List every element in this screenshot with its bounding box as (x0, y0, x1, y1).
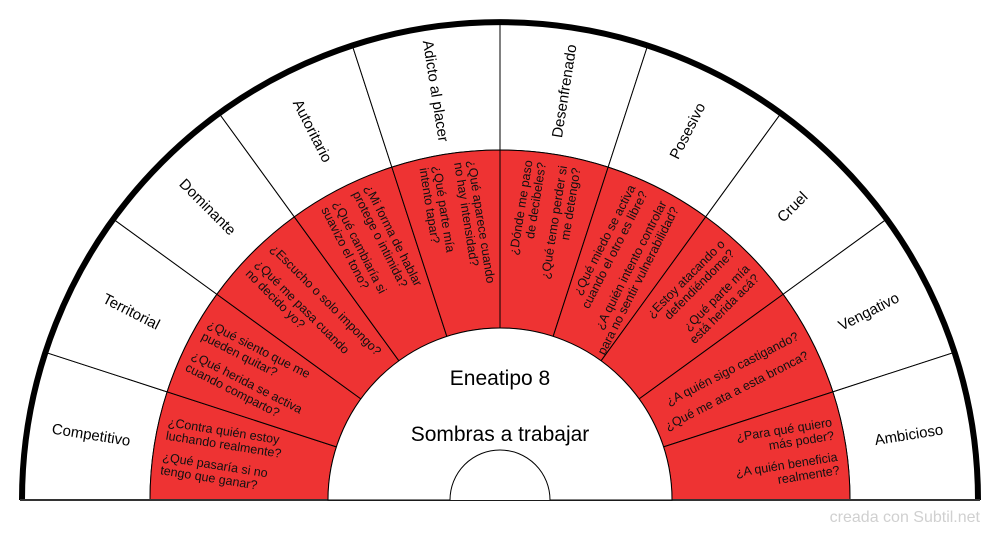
bottom-arch (449, 449, 551, 501)
outer-border-arc (19, 19, 981, 501)
center-subtitle: Sombras a trabajar (411, 423, 590, 446)
center-title: Eneatipo 8 (450, 367, 550, 390)
inner-circle (327, 327, 673, 501)
footer-credit: creada con Subtil.net (829, 509, 980, 526)
